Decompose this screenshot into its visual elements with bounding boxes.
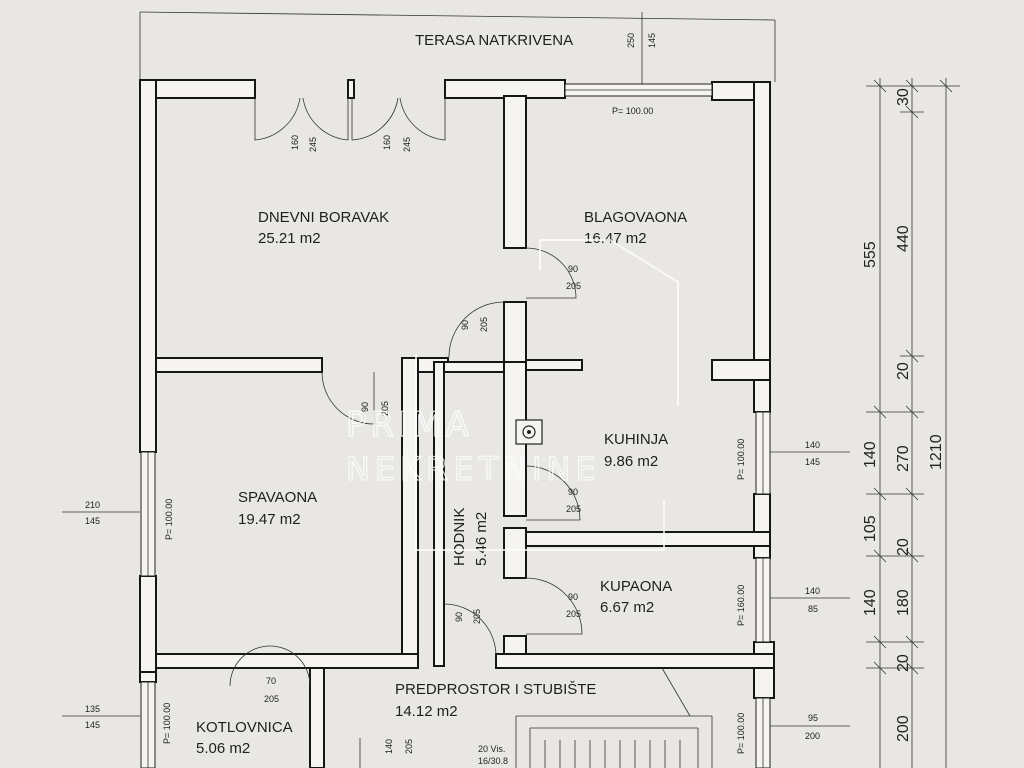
dim-col2-5: 180 bbox=[895, 589, 912, 616]
room-spavaona-name: SPAVAONA bbox=[238, 489, 317, 506]
dim-col2-0: 30 bbox=[895, 88, 912, 106]
room-spavaona-area: 19.47 m2 bbox=[238, 511, 301, 528]
stair-door-dim-a: 140 bbox=[384, 739, 394, 754]
right-w2-dim-a: 140 bbox=[805, 586, 820, 596]
watermark-line1: PRIMA bbox=[346, 405, 473, 445]
room-hodnik-area: 5.46 m2 bbox=[473, 512, 490, 566]
room-labels: DNEVNI BORAVAK 25.21 m2 BLAGOVAONA 16.47… bbox=[196, 209, 687, 757]
terrace-label: TERASA NATKRIVENA bbox=[415, 32, 573, 49]
hod-door-dim-a: 90 bbox=[460, 320, 470, 330]
room-blagovaona-name: BLAGOVAONA bbox=[584, 209, 687, 226]
right-w1-dim-a: 140 bbox=[805, 440, 820, 450]
watermark: PRIMA NEKRETNINE bbox=[345, 239, 679, 551]
watermark-line2: NEKRETNINE bbox=[346, 450, 601, 488]
left-w2-dim-a: 135 bbox=[85, 704, 100, 714]
terrace: TERASA NATKRIVENA 250 145 bbox=[139, 11, 776, 88]
dim-col2-1: 440 bbox=[895, 225, 912, 252]
dim-col2-2: 20 bbox=[895, 362, 912, 380]
stair-door-dim-b: 205 bbox=[404, 739, 414, 754]
left-w2-dim-b: 145 bbox=[85, 720, 100, 730]
kup-door-dim-b: 205 bbox=[566, 609, 581, 619]
kot-door-dim-a: 70 bbox=[266, 676, 276, 686]
right-w3-dim-b: 200 bbox=[805, 731, 820, 741]
parapet-predprostor: P= 100.00 bbox=[736, 713, 746, 754]
room-predprostor-area: 14.12 m2 bbox=[395, 703, 458, 720]
dim-col2-6: 20 bbox=[895, 654, 912, 672]
room-kotlovnica-area: 5.06 m2 bbox=[196, 740, 250, 757]
blag-door-dim-b: 205 bbox=[566, 281, 581, 291]
door-swings bbox=[229, 97, 583, 687]
stairs-size: 16/30.8 bbox=[478, 756, 508, 766]
dim-col1-0: 555 bbox=[862, 241, 879, 268]
room-kupaona-area: 6.67 m2 bbox=[600, 599, 654, 616]
room-blagovaona-area: 16.47 m2 bbox=[584, 230, 647, 247]
dim-col1-4: 200 bbox=[895, 715, 912, 742]
parapet-labels: P= 100.00 P= 100.00 P= 100.00 P= 160.00 … bbox=[162, 106, 746, 754]
side-dimensions: 1210 555 140 105 140 200 30 440 20 270 2… bbox=[862, 78, 960, 768]
chimney-symbol bbox=[515, 419, 543, 445]
staircase: 20 Vis. 16/30.8 bbox=[359, 667, 713, 768]
pred-door-dim-a: 90 bbox=[454, 612, 464, 622]
right-w2-dim-b: 85 bbox=[808, 604, 818, 614]
pred-door-dim-b: 205 bbox=[472, 609, 482, 624]
parapet-top: P= 100.00 bbox=[612, 106, 653, 116]
parapet-kupaona: P= 160.00 bbox=[736, 585, 746, 626]
parapet-kotlovnica: P= 100.00 bbox=[162, 703, 172, 744]
dim-outer: 1210 bbox=[928, 434, 945, 470]
room-kuhinja-name: KUHINJA bbox=[604, 431, 668, 448]
window-dimensions: 210 145 135 145 140 145 140 85 95 200 bbox=[62, 440, 850, 741]
dim-col1-1: 140 bbox=[862, 441, 879, 468]
blag-door-dim-a: 90 bbox=[568, 264, 578, 274]
room-kuhinja-area: 9.86 m2 bbox=[604, 453, 658, 470]
hod-door-dim-b: 205 bbox=[479, 317, 489, 332]
dim-col2-3: 270 bbox=[895, 445, 912, 472]
room-predprostor-name: PREDPROSTOR I STUBIŠTE bbox=[395, 681, 596, 698]
door1-dim-a: 160 bbox=[290, 135, 300, 150]
terrace-dim-a: 250 bbox=[626, 33, 636, 48]
room-dnevni-area: 25.21 m2 bbox=[258, 230, 321, 247]
right-w3-dim-a: 95 bbox=[808, 713, 818, 723]
windows bbox=[140, 83, 771, 768]
left-w1-dim-b: 145 bbox=[85, 516, 100, 526]
right-w1-dim-b: 145 bbox=[805, 457, 820, 467]
parapet-left: P= 100.00 bbox=[164, 499, 174, 540]
room-kupaona-name: KUPAONA bbox=[600, 578, 672, 595]
terrace-dim-b: 145 bbox=[647, 33, 657, 48]
spav-door-dim-a: 90 bbox=[360, 402, 370, 412]
dim-col1-2: 105 bbox=[862, 515, 879, 542]
kup-door-dim-a: 90 bbox=[568, 592, 578, 602]
dim-col2-4: 20 bbox=[895, 538, 912, 556]
room-hodnik-name: HODNIK bbox=[451, 508, 468, 566]
dim-col1-3: 140 bbox=[862, 589, 879, 616]
kuh-door-dim-a: 90 bbox=[568, 487, 578, 497]
parapet-kuhinja: P= 100.00 bbox=[736, 439, 746, 480]
stairs-count: 20 Vis. bbox=[478, 744, 505, 754]
left-w1-dim-a: 210 bbox=[85, 500, 100, 510]
spav-door-dim-b: 205 bbox=[380, 401, 390, 416]
door-dimensions: 160 245 160 245 90 205 90 205 90 205 90 … bbox=[264, 135, 581, 754]
interior-walls bbox=[155, 95, 775, 768]
door1-dim-b: 245 bbox=[308, 137, 318, 152]
kot-door-dim-b: 205 bbox=[264, 694, 279, 704]
kuh-door-dim-b: 205 bbox=[566, 504, 581, 514]
door2-dim-a: 160 bbox=[382, 135, 392, 150]
door2-dim-b: 245 bbox=[402, 137, 412, 152]
room-dnevni-name: DNEVNI BORAVAK bbox=[258, 209, 389, 226]
room-kotlovnica-name: KOTLOVNICA bbox=[196, 719, 293, 736]
